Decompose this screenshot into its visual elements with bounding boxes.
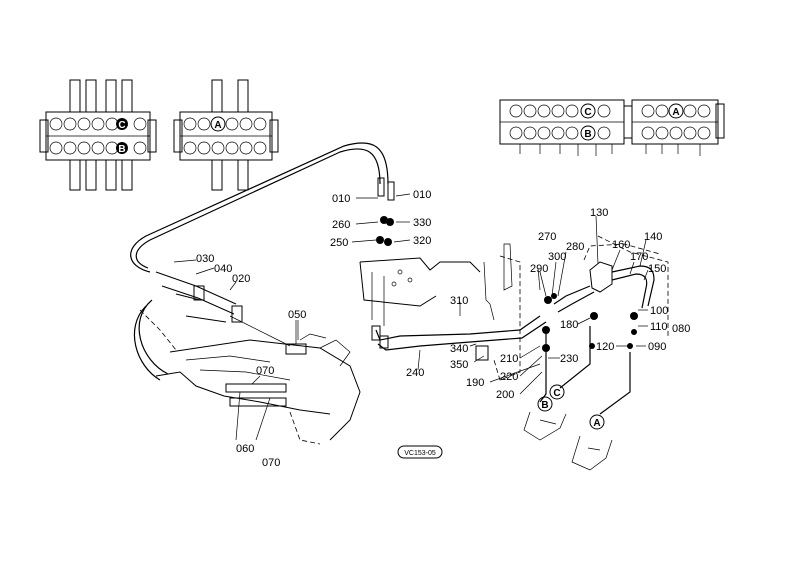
callout-110: 110 bbox=[650, 321, 668, 333]
callout-060: 060 bbox=[236, 443, 254, 455]
callout-010b: 010 bbox=[413, 189, 431, 201]
hose-routing-left bbox=[130, 142, 389, 381]
callout-150: 150 bbox=[648, 263, 666, 275]
callout-030: 030 bbox=[196, 253, 214, 265]
callout-230: 230 bbox=[560, 353, 578, 365]
callout-090: 090 bbox=[648, 341, 666, 353]
connector-c-label: C bbox=[553, 388, 560, 399]
callout-250: 250 bbox=[330, 237, 348, 249]
callout-100: 100 bbox=[650, 305, 668, 317]
callout-200: 200 bbox=[496, 389, 514, 401]
callout-190: 190 bbox=[466, 377, 484, 389]
right-bracket-outline bbox=[483, 243, 521, 381]
callout-020: 020 bbox=[232, 273, 250, 285]
tractor-frame-sketch bbox=[139, 309, 361, 445]
connector-hoses: C B A bbox=[523, 326, 631, 471]
marker-c-label-2: C bbox=[584, 107, 591, 118]
callout-270: 270 bbox=[538, 231, 556, 243]
callout-120: 120 bbox=[596, 341, 614, 353]
callout-330: 330 bbox=[413, 217, 431, 229]
callout-140: 140 bbox=[644, 231, 662, 243]
callout-220: 220 bbox=[500, 371, 518, 383]
control-valve-a: A bbox=[173, 79, 279, 191]
control-valve-upper-right: C B A bbox=[499, 99, 725, 156]
lever-brackets bbox=[155, 271, 291, 347]
callout-labels: 010 010 260 330 250 320 030 040 020 050 … bbox=[196, 189, 690, 469]
callout-340: 340 bbox=[450, 343, 468, 355]
callout-080: 080 bbox=[672, 323, 690, 335]
leader-lines bbox=[173, 193, 649, 395]
callout-070a: 070 bbox=[256, 365, 274, 377]
callout-310: 310 bbox=[450, 295, 468, 307]
control-valve-cb: C B bbox=[39, 79, 157, 191]
callout-160: 160 bbox=[612, 239, 630, 251]
callout-350: 350 bbox=[450, 359, 468, 371]
marker-a-label: A bbox=[214, 120, 221, 131]
steel-pipes bbox=[371, 315, 547, 361]
marker-b-label-2: B bbox=[584, 129, 591, 140]
drawing-code: VC153-05 bbox=[404, 450, 436, 457]
callout-240: 240 bbox=[406, 367, 424, 379]
marker-c-label: C bbox=[118, 120, 125, 131]
callout-280: 280 bbox=[566, 241, 584, 253]
drawing-code-stamp: VC153-05 bbox=[397, 445, 443, 459]
callout-260: 260 bbox=[332, 219, 350, 231]
upper-fittings bbox=[359, 177, 481, 326]
connector-b-label: B bbox=[541, 400, 548, 411]
callout-130: 130 bbox=[590, 207, 608, 219]
marker-b-label: B bbox=[118, 144, 125, 155]
callout-320: 320 bbox=[413, 235, 431, 247]
callout-170: 170 bbox=[630, 251, 648, 263]
callout-290: 290 bbox=[530, 263, 548, 275]
callout-040: 040 bbox=[214, 263, 232, 275]
marker-a-label-2: A bbox=[672, 107, 679, 118]
callout-180: 180 bbox=[560, 319, 578, 331]
callout-210: 210 bbox=[500, 353, 518, 365]
callout-300: 300 bbox=[548, 251, 566, 263]
callout-070b: 070 bbox=[262, 457, 280, 469]
connector-a-label: A bbox=[593, 418, 600, 429]
callout-050: 050 bbox=[288, 309, 306, 321]
callout-010a: 010 bbox=[332, 193, 350, 205]
